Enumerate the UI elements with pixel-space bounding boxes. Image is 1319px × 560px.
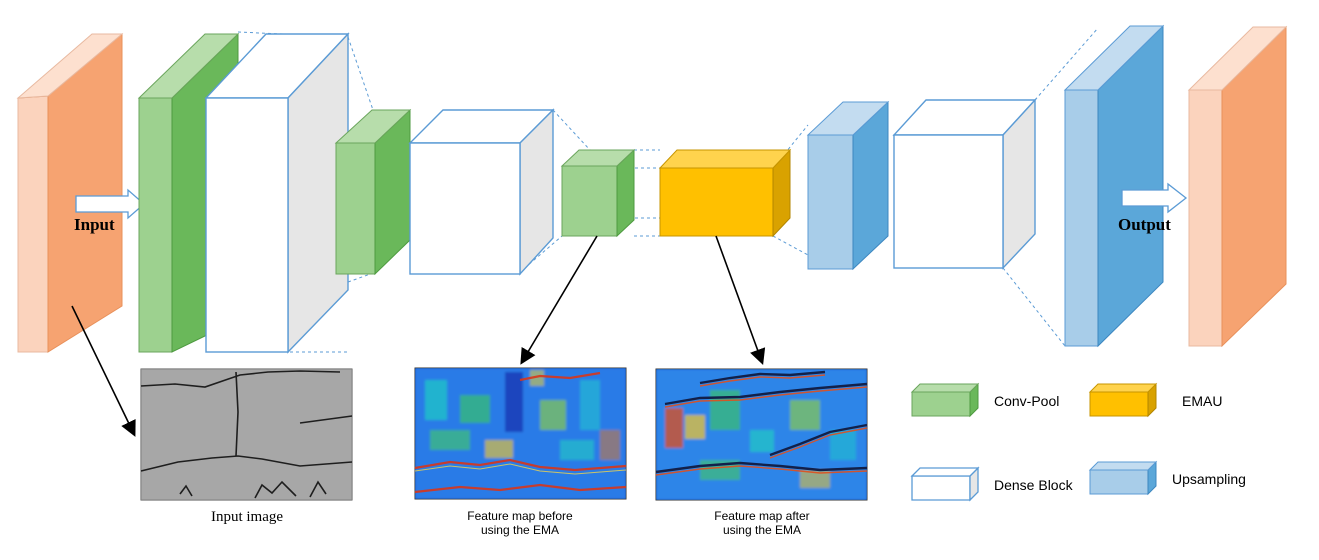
output-block — [1187, 25, 1288, 348]
legend-label-emau: EMAU — [1182, 393, 1222, 409]
legend-label-conv-pool: Conv-Pool — [994, 393, 1059, 409]
feature-map-after — [655, 368, 868, 501]
dense-block-2 — [408, 108, 555, 276]
legend: Conv-Pool EMAU Dense Block Upsampling — [910, 382, 1246, 502]
legend-label-dense-block: Dense Block — [994, 477, 1074, 493]
output-label: Output — [1118, 215, 1171, 234]
input-block — [16, 33, 124, 353]
pointer-arrows — [71, 235, 766, 437]
legend-item-emau: EMAU — [1088, 382, 1222, 418]
legend-item-dense-block: Dense Block — [910, 466, 1074, 502]
legend-label-upsampling: Upsampling — [1172, 471, 1246, 487]
input-arrow-icon — [75, 188, 145, 220]
conv-pool-block-2 — [334, 108, 412, 276]
dense-block-3 — [892, 98, 1037, 270]
arrow-to-feature-before — [520, 235, 598, 365]
feature-after-caption-line2: using the EMA — [723, 523, 801, 537]
input-image-caption: Input image — [211, 509, 283, 525]
input-image — [140, 368, 353, 501]
emau-block — [658, 148, 792, 238]
upsampling-block-2 — [1063, 24, 1165, 348]
dense-block-1 — [204, 32, 350, 354]
arrow-to-feature-after — [715, 235, 766, 366]
upsampling-block-1 — [806, 100, 890, 271]
conv-pool-block-3 — [560, 148, 636, 238]
feature-before-caption-line2: using the EMA — [481, 523, 559, 537]
arrow-to-input-image — [71, 305, 136, 437]
feature-map-before — [414, 367, 627, 500]
feature-before-caption-line1: Feature map before — [467, 509, 573, 523]
feature-after-caption-line1: Feature map after — [714, 509, 809, 523]
input-label: Input — [74, 215, 115, 234]
output-arrow-icon — [1121, 182, 1188, 214]
legend-item-upsampling: Upsampling — [1088, 460, 1246, 496]
legend-item-conv-pool: Conv-Pool — [910, 382, 1059, 418]
